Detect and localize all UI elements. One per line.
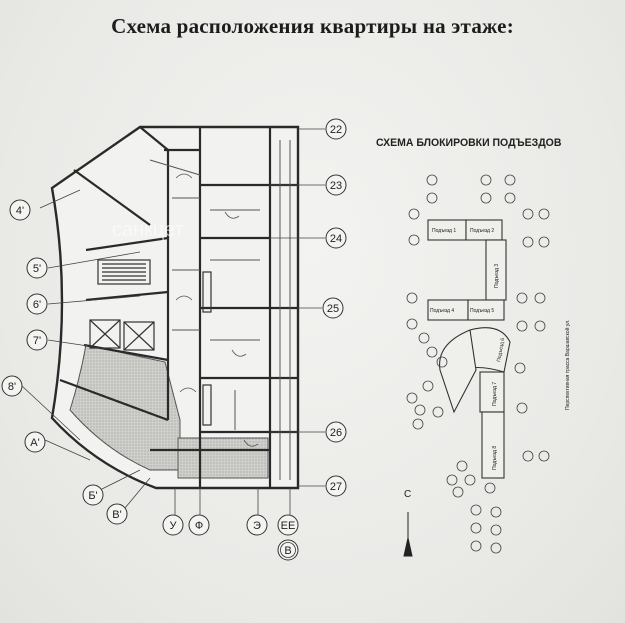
axis-left-6: Б': [82, 484, 104, 506]
entrance-7-label: Подъезд 7: [492, 382, 498, 406]
axis-left-label: А': [30, 437, 39, 449]
block-scheme-drawing: [427, 219, 511, 479]
axis-left-label: 4': [16, 205, 24, 217]
axis-bottom-label: Э: [253, 520, 261, 532]
axis-left-4: 8': [1, 375, 23, 397]
entrance-4-label: Подъезд 4: [430, 308, 454, 314]
block-scheme-axis-markers: [406, 174, 550, 554]
axis-right-2: 24: [325, 227, 347, 249]
axis-right-5: 27: [325, 475, 347, 497]
axis-left-5: А': [24, 431, 46, 453]
watermark: санкцет: [112, 219, 184, 241]
street-label: Перспективная трасса Варшавской ул.: [564, 320, 571, 410]
axis-right-label: 25: [327, 303, 339, 315]
page-title: Схема расположения квартиры на этаже:: [111, 14, 514, 38]
entrance-8-label: Подъезд 8: [492, 446, 498, 470]
axis-left-1: 5': [26, 257, 48, 279]
axis-right-1: 23: [325, 174, 347, 196]
axis-left-label: 5': [33, 263, 41, 275]
entrance-1-label: Подъезд 1: [432, 228, 456, 234]
apartment-hatched-area: [69, 344, 181, 471]
axis-right-label: 27: [330, 481, 342, 493]
axis-right-label: 24: [330, 233, 342, 245]
axis-bottom-3: ЕЕ: [277, 514, 299, 536]
axis-right-4: 26: [325, 421, 347, 443]
axis-left-label: 7': [33, 335, 41, 347]
axis-markers: 22 23 24 25 26 27 4' 5' 6' 7' 8' А' Б' В' У Ф Э ЕЕ В: [1, 118, 347, 561]
axis-right-0: 22: [325, 118, 347, 140]
north-label: С: [404, 489, 411, 500]
axis-right-label: 22: [330, 124, 342, 136]
entrance-6-label: Подъезд 6: [496, 337, 506, 362]
axis-left-3: 7': [26, 329, 48, 351]
axis-right-label: 23: [330, 180, 342, 192]
axis-right-label: 26: [330, 427, 342, 439]
axis-bottom-2: Э: [246, 514, 268, 536]
axis-bottom-label: У: [170, 520, 178, 532]
axis-bottom-label: ЕЕ: [281, 520, 296, 532]
axis-bottom-label: Ф: [195, 520, 203, 532]
axis-bottom-label: В: [284, 545, 291, 557]
axis-left-label: Б': [88, 490, 97, 502]
axis-bottom-0: У: [162, 514, 184, 536]
axis-left-2: 6': [26, 293, 48, 315]
axis-left-label: 6': [33, 299, 41, 311]
axis-bottom-1: Ф: [188, 514, 210, 536]
entrance-3-label: Подъезд 3: [494, 264, 500, 288]
axis-left-label: В': [112, 509, 121, 521]
building-floor-plan: [21, 125, 325, 516]
block-scheme-labels: Подъезд 1 Подъезд 2 Подъезд 3 Подъезд 4 …: [404, 228, 571, 500]
axis-right-3: 25: [322, 297, 344, 319]
axis-bottom-4: В: [277, 539, 299, 561]
north-arrow-icon: [403, 512, 413, 557]
axis-left-7: В': [106, 503, 128, 525]
axis-left-label: 8': [8, 381, 16, 393]
apartment-hatched-area-2: [177, 437, 269, 479]
axis-left-0: 4': [9, 199, 31, 221]
entrance-2-label: Подъезд 2: [470, 228, 494, 234]
block-scheme-title: СХЕМА БЛОКИРОВКИ ПОДЪЕЗДОВ: [376, 137, 562, 149]
entrance-5-label: Подъезд 5: [470, 308, 494, 314]
